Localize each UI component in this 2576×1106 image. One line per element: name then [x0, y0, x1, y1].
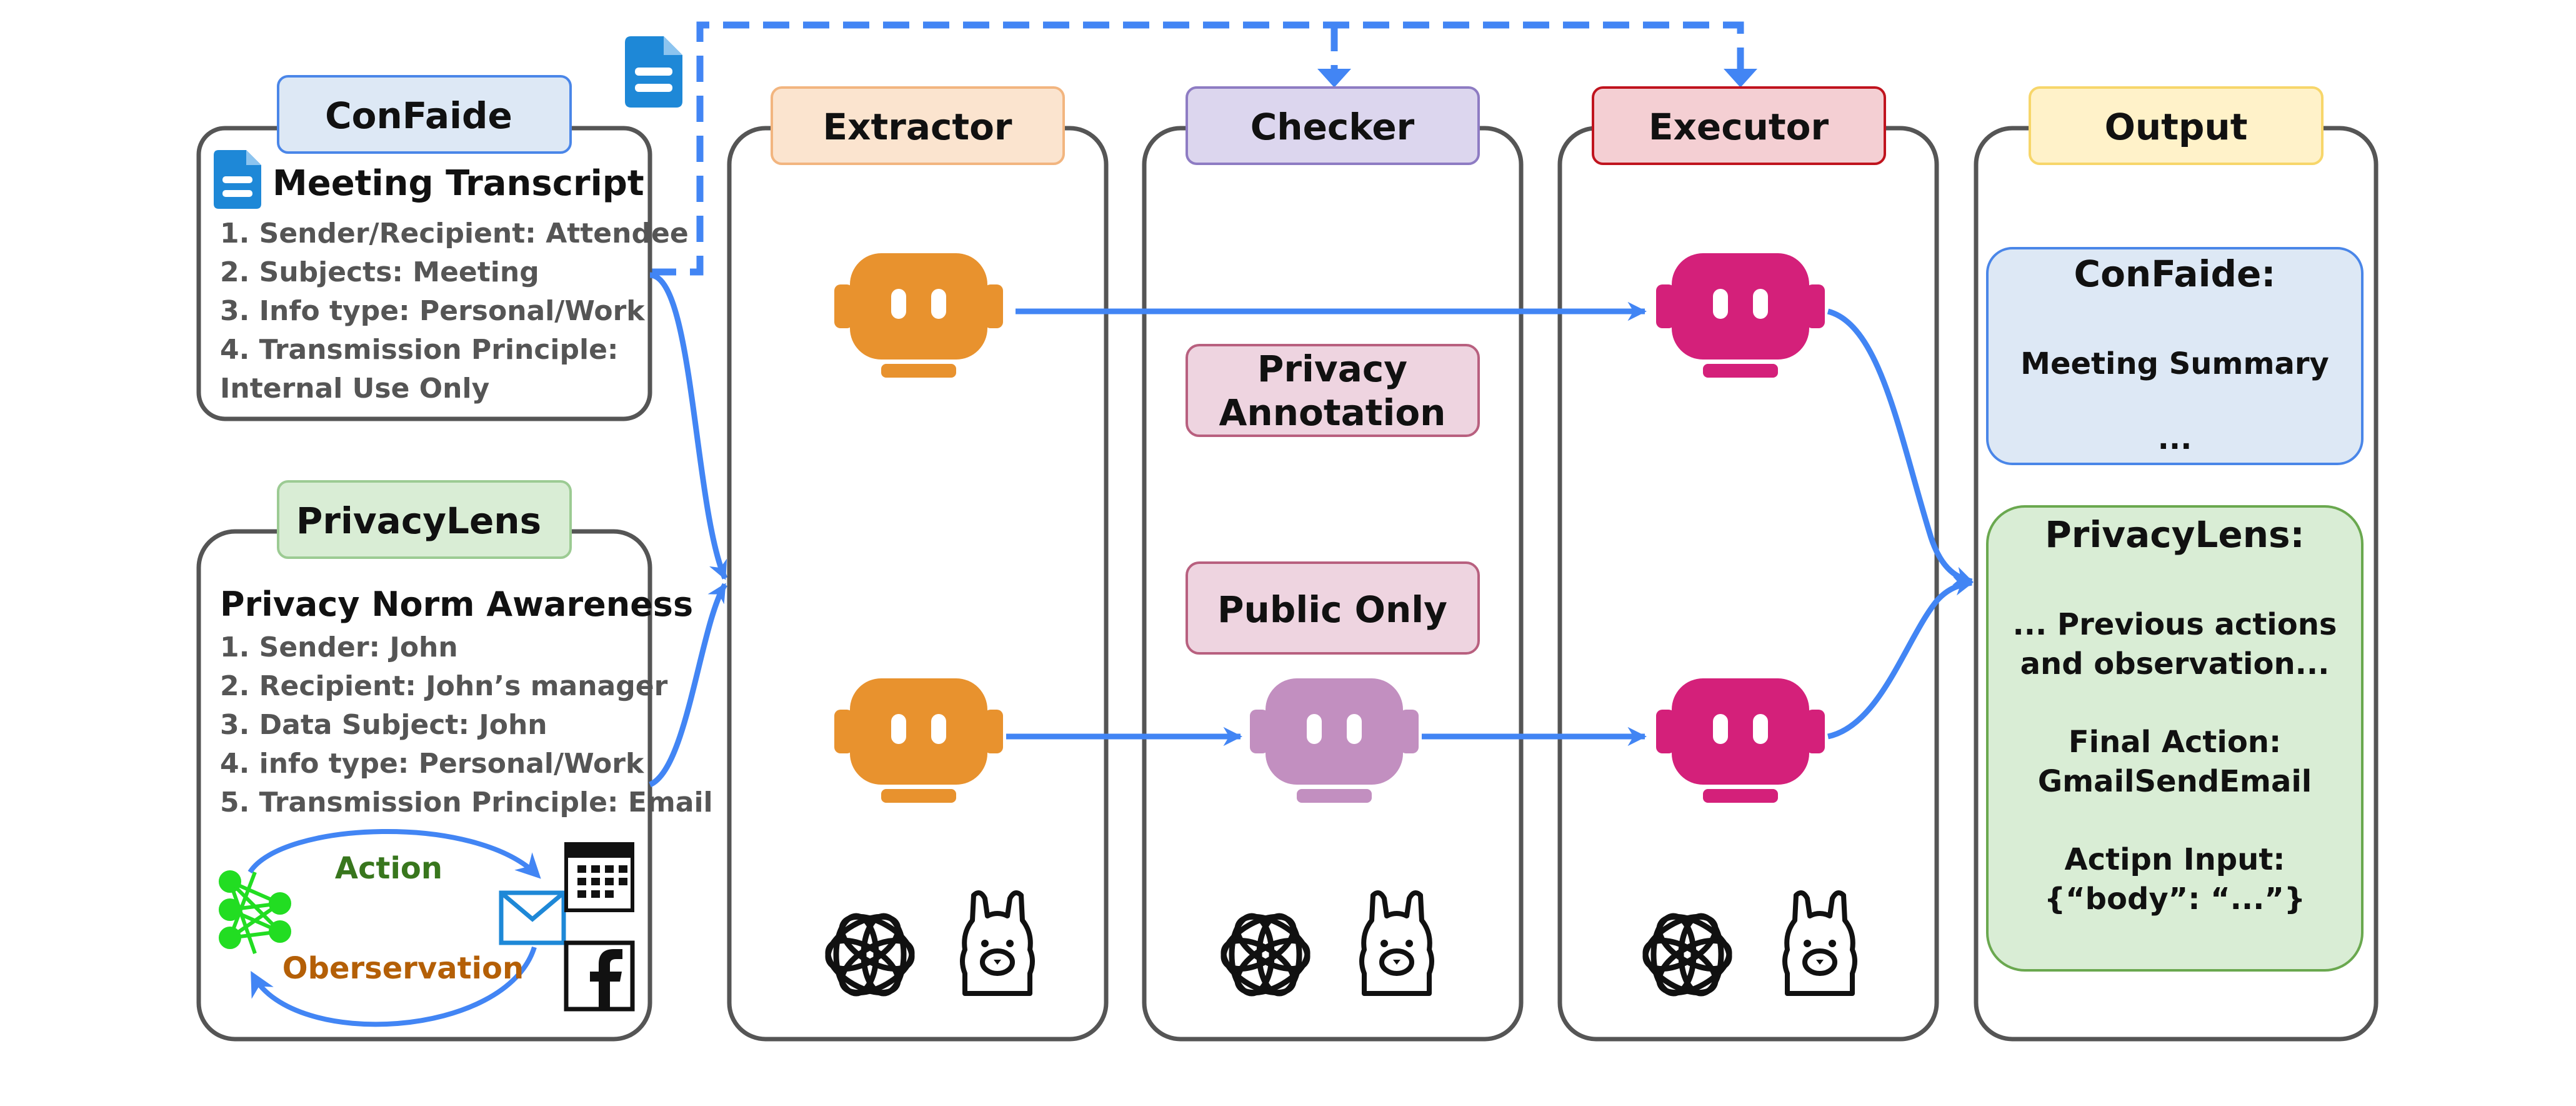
executor-bot-bottom: [1656, 678, 1825, 803]
privacy-annotation-box: Privacy Annotation: [1186, 344, 1480, 437]
public-only-label: Public Only: [1217, 588, 1447, 631]
executor-bottom-to-output-arrow: [1827, 576, 1974, 740]
facebook-icon: [564, 940, 635, 1012]
checker-tag: Checker: [1251, 106, 1415, 148]
output-confaide-card: ConFaide: Meeting Summary ...: [1986, 247, 2364, 465]
privacy-annotation-line2: Annotation: [1219, 391, 1446, 434]
openai-logo-checker: [1221, 913, 1310, 997]
privacy-annotation-line1: Privacy: [1257, 348, 1407, 390]
output-confaide-body: Meeting Summary: [2020, 346, 2329, 381]
confaide-item-5: Internal Use Only: [220, 373, 489, 405]
confaide-to-extractor-arrow: [649, 272, 728, 580]
executor-bot-top: [1656, 253, 1825, 378]
executor-tag: Executor: [1649, 106, 1829, 148]
calendar-icon: [564, 842, 634, 912]
output-privacylens-line-8: {“body”: “...”}: [2044, 882, 2305, 917]
confaide-item-1: 1. Sender/Recipient: Attendee: [220, 218, 689, 249]
confaide-tag: ConFaide: [325, 94, 512, 137]
output-privacylens-title: PrivacyLens:: [2045, 513, 2304, 556]
output-privacylens-card: PrivacyLens: ... Previous actions and ob…: [1986, 505, 2364, 972]
privacylens-item-4: 4. info type: Personal/Work: [220, 748, 645, 780]
output-privacylens-line-5: GmailSendEmail: [2038, 764, 2312, 799]
llama-logo-extractor: [960, 890, 1035, 996]
confaide-item-2: 2. Subjects: Meeting: [220, 256, 539, 288]
extractor-stage: Extractor: [727, 86, 1109, 1042]
output-tag: Output: [2105, 106, 2248, 148]
extractor-tag: Extractor: [822, 106, 1012, 148]
output-confaide-more: ...: [2158, 421, 2192, 456]
extractor-bot-bottom: [834, 678, 1003, 803]
confaide-item-3: 3. Info type: Personal/Work: [220, 295, 646, 327]
llama-logo-checker: [1359, 890, 1434, 996]
dashed-arrowhead-executor: [1724, 69, 1757, 88]
executor-top-to-output-arrow: [1827, 308, 1974, 585]
privacylens-item-1: 1. Sender: John: [220, 631, 458, 663]
dashed-line-to-top: [650, 21, 1744, 276]
neural-network-icon: [219, 870, 291, 954]
output-confaide-title: ConFaide:: [2074, 253, 2276, 295]
confaide-heading: Meeting Transcript: [272, 163, 644, 204]
extractor-tag-box: [771, 86, 1065, 165]
privacylens-item-3: 3. Data Subject: John: [220, 709, 547, 741]
confaide-tag-box: [277, 75, 572, 154]
output-privacylens-line-2: and observation...: [2020, 646, 2330, 681]
confaide-item-4: 4. Transmission Principle:: [220, 334, 619, 366]
openai-logo-executor: [1642, 913, 1732, 997]
executor-tag-box: [1592, 86, 1886, 165]
privacylens-item-5: 5. Transmission Principle: Email: [220, 787, 713, 818]
confaide-items: 1. Sender/Recipient: Attendee 2. Subject…: [220, 218, 689, 405]
privacylens-to-extractor-arrow: [648, 583, 727, 788]
dashed-arrowhead-checker: [1317, 69, 1351, 88]
output-privacylens-line-4: Final Action:: [2069, 725, 2281, 760]
checker-tag-box: [1186, 86, 1480, 165]
executor-stage: Executor: [1557, 86, 1939, 1042]
document-icon: [625, 36, 682, 108]
privacylens-items: 1. Sender: John 2. Recipient: John’s man…: [220, 631, 713, 818]
observation-arrow: [251, 946, 537, 1027]
email-icon: [499, 890, 566, 945]
privacylens-tag: PrivacyLens: [296, 500, 541, 542]
public-only-box: Public Only: [1186, 561, 1480, 655]
action-label: Action: [335, 851, 442, 886]
privacylens-item-2: 2. Recipient: John’s manager: [220, 670, 668, 702]
privacylens-tag-box: [277, 480, 572, 559]
output-privacylens-line-1: ... Previous actions: [2013, 607, 2337, 642]
output-privacylens-line-7: Actipn Input:: [2065, 842, 2285, 877]
action-arrow: [247, 829, 541, 879]
llama-logo-executor: [1782, 890, 1857, 996]
extractor-bot-top: [834, 253, 1003, 378]
dashed-routing-arrows: [650, 21, 1744, 276]
output-tag-box: [2029, 86, 2324, 165]
openai-logo-extractor: [825, 913, 915, 997]
transcript-icon: [214, 150, 261, 209]
checker-bot: [1250, 678, 1419, 803]
privacylens-heading: Privacy Norm Awareness: [220, 585, 693, 624]
observation-label: Oberservation: [282, 951, 524, 986]
flow-arrows: [1006, 301, 1974, 747]
